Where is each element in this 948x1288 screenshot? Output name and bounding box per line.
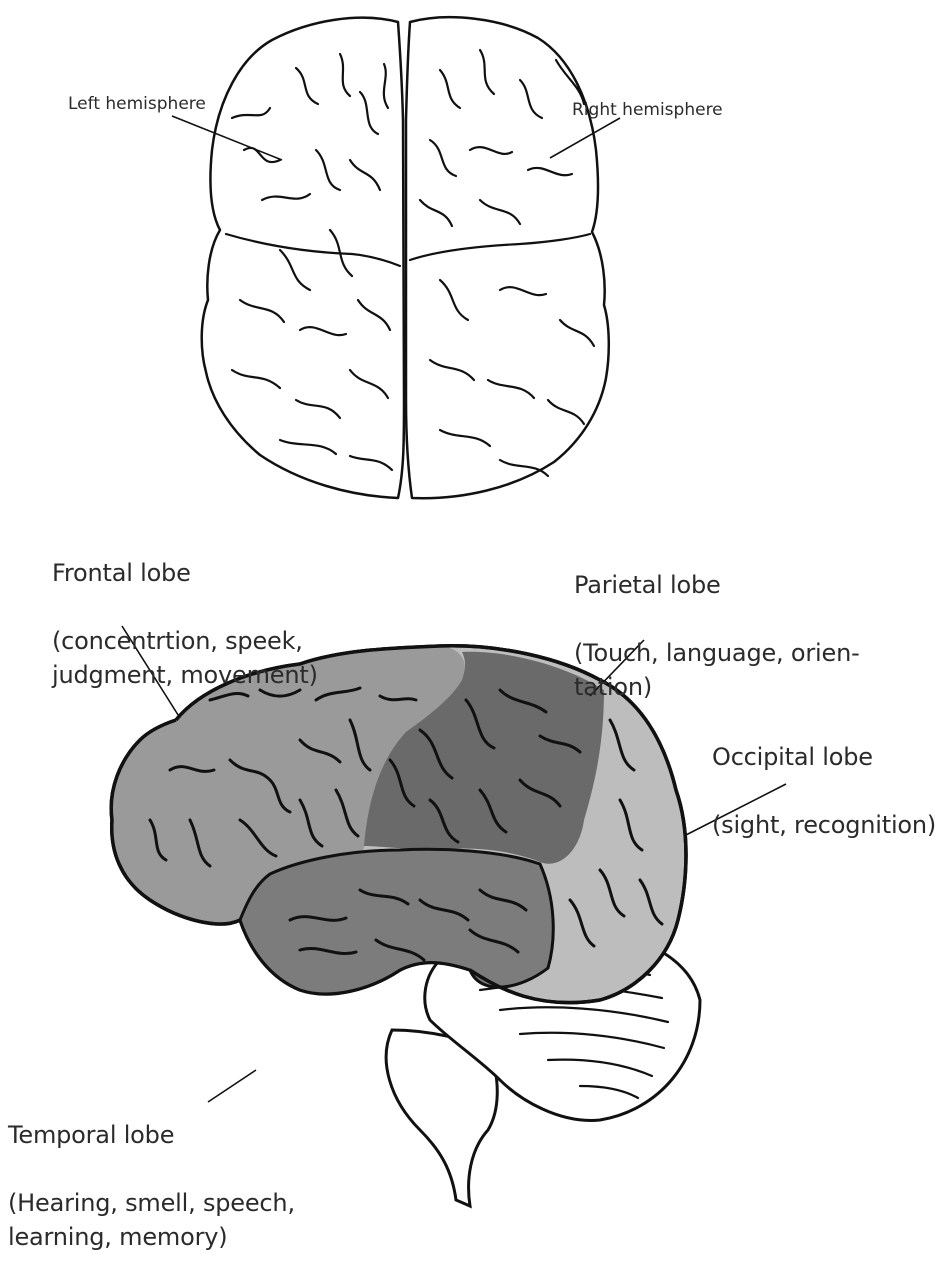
parietal-lobe-desc: (Touch, language, orien- tation) [574, 636, 860, 704]
temporal-lobe-label: Temporal lobe (Hearing, smell, speech, l… [8, 1084, 295, 1288]
parietal-lobe-name: Parietal lobe [574, 568, 860, 602]
left-hemisphere-label: Left hemisphere [68, 94, 206, 114]
occipital-lobe-label: Occipital lobe (sight, recognition) [712, 706, 936, 876]
frontal-lobe-label: Frontal lobe (concentrtion, speek, judgm… [52, 522, 318, 726]
temporal-lobe-name: Temporal lobe [8, 1118, 295, 1152]
occipital-lobe-desc: (sight, recognition) [712, 808, 936, 842]
frontal-lobe-name: Frontal lobe [52, 556, 318, 590]
right-hemisphere-label: Right hemisphere [572, 100, 723, 120]
temporal-lobe [240, 849, 553, 994]
occipital-lobe-name: Occipital lobe [712, 740, 936, 774]
temporal-lobe-desc: (Hearing, smell, speech, learning, memor… [8, 1186, 295, 1254]
frontal-lobe-desc: (concentrtion, speek, judgment, movement… [52, 624, 318, 692]
top-view-brain [202, 17, 609, 498]
